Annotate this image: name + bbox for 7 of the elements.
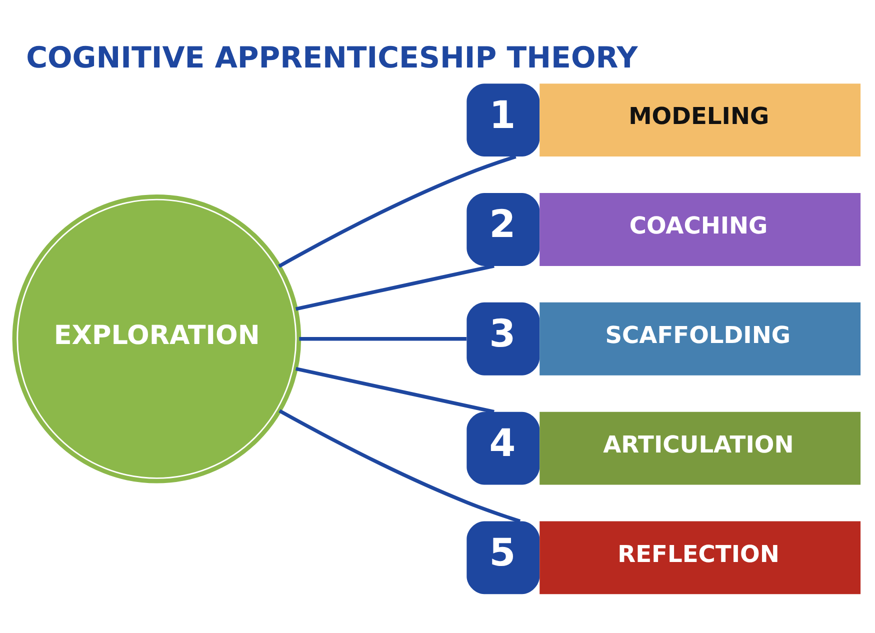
connector — [278, 408, 521, 522]
connector — [278, 154, 516, 268]
diagram-title: COGNITIVE APPRENTICESHIP THEORY — [26, 40, 638, 74]
connector — [295, 366, 494, 414]
node-circle: EXPLORATION — [12, 194, 302, 483]
connector — [299, 336, 466, 340]
connector — [295, 264, 494, 310]
